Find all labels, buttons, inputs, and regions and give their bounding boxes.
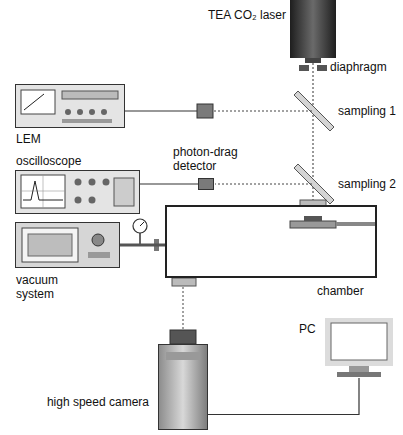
probe-wire [125,110,197,111]
energy-meter [15,84,125,128]
device-label: photon-drag detector [173,145,247,173]
energy-probe [197,104,213,118]
meter-box: LEM [15,84,125,128]
camera-body [158,330,208,430]
pc-box: PC [325,318,393,378]
camera-box: high speed camera [158,344,208,430]
chamber-box: chamber [165,205,377,278]
reflected-beam [215,184,312,185]
detector-box: photon-drag detector [198,178,214,190]
laser-box: TEA CO₂ laser [290,0,336,58]
oscilloscope-box: oscilloscope [15,170,140,214]
camera-view [183,287,184,329]
oscilloscope-body [15,170,140,214]
device-label: high speed camera [7,395,149,409]
device-label: LEM [16,132,116,146]
part-label: sampling 1 [338,104,396,118]
signal-cable [140,183,198,184]
device-label: PC [299,322,321,336]
device-label: chamber [317,284,377,298]
vacuum-pump [15,222,120,268]
reflected-beam [214,111,312,112]
device-label: oscilloscope [16,154,126,168]
vacuum-box: vacuum system [15,222,120,268]
computer-icon [325,318,393,377]
vacuum-pipe [120,244,165,247]
part-label: diaphragm [330,60,387,74]
chamber-body [165,200,377,286]
laser-body [290,0,336,63]
device-label: TEA CO₂ laser [186,8,286,22]
laser-beam [313,63,314,221]
part-label: sampling 2 [338,177,396,191]
device-label: vacuum system [16,273,76,301]
data-cable [208,378,359,415]
